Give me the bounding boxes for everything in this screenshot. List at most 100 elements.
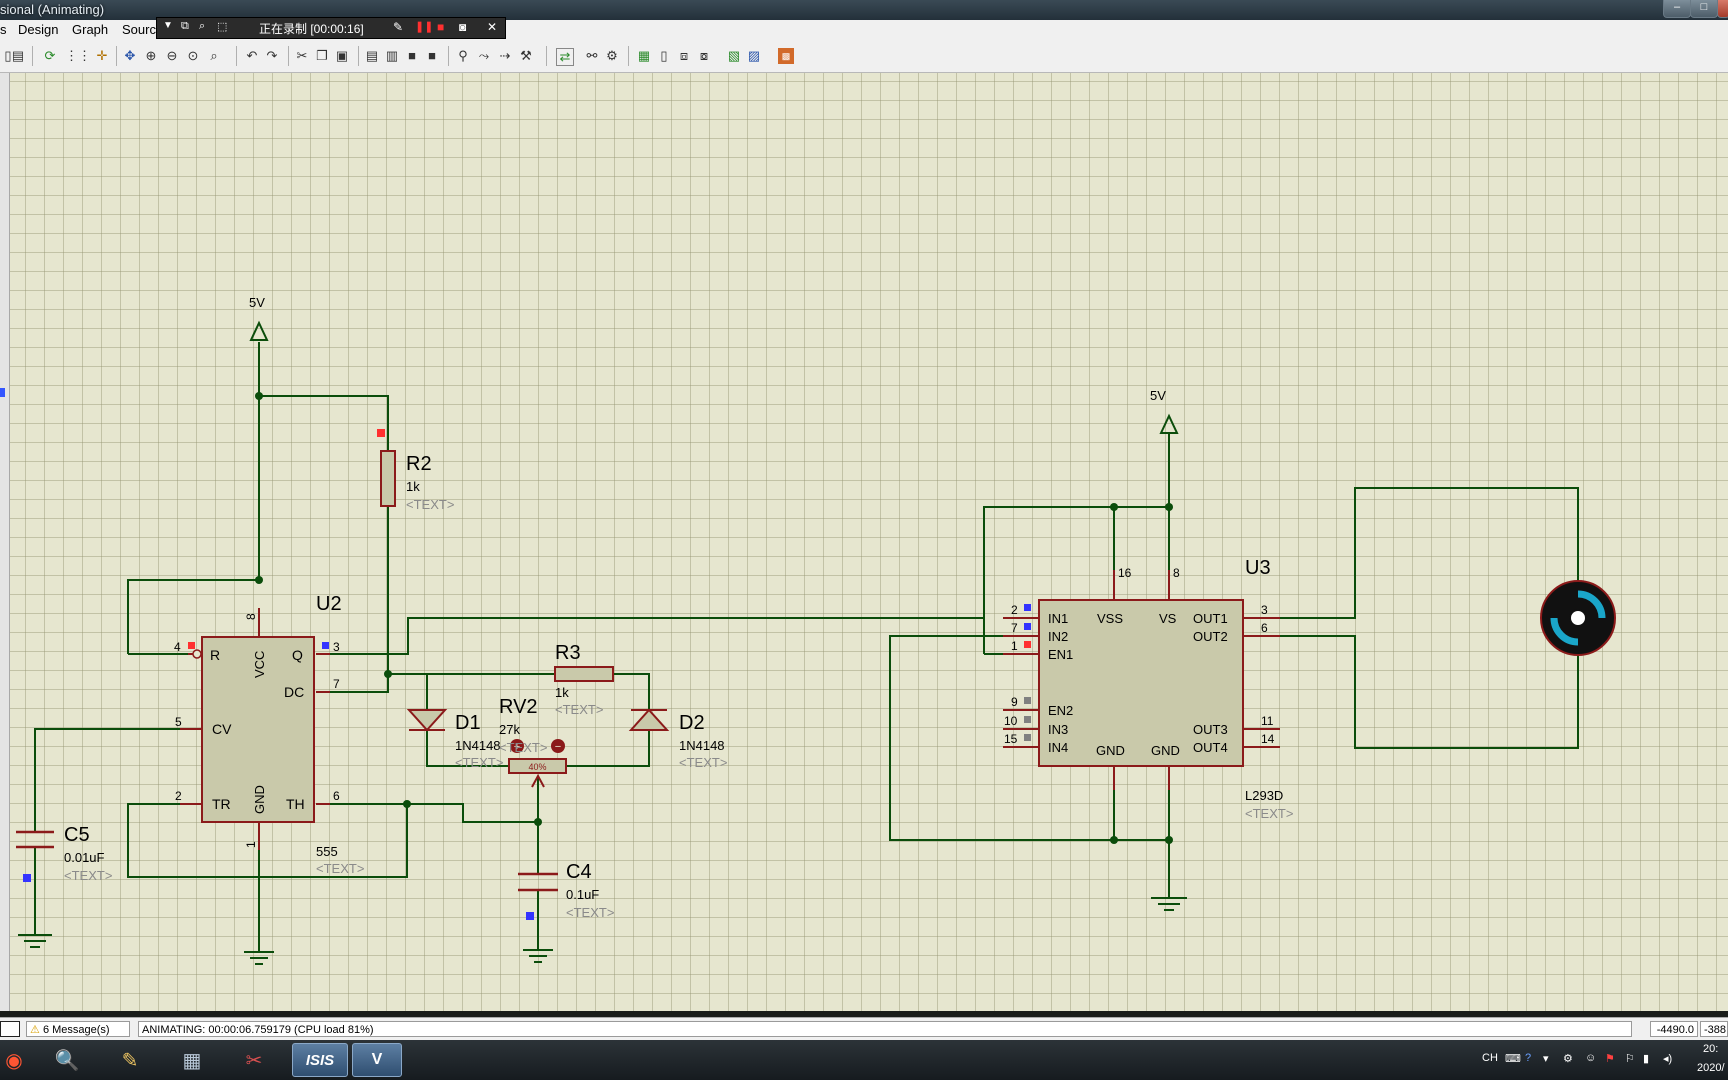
calculator-icon[interactable]: ▦	[182, 1049, 202, 1072]
capacitor-c5[interactable]: C5 0.01uF <TEXT>	[16, 824, 112, 883]
zoom-area-icon[interactable]: ⌕	[210, 48, 218, 63]
driver-l293d-u3[interactable]: IN1 IN2 EN1 EN2 IN3 IN4 VSS VS OUT1 OUT2…	[1003, 557, 1293, 821]
u3-pin-leads	[1003, 570, 1280, 790]
u3-pin-name-gnd: GND	[1096, 743, 1125, 758]
block-delete-icon[interactable]: ■	[428, 48, 436, 63]
copy-icon[interactable]: ❐	[316, 48, 328, 63]
new-sheet-icon[interactable]: ▦	[637, 48, 651, 63]
u3-pin-name-out3: OUT3	[1193, 722, 1228, 737]
rv2-wiper-arrow-icon	[531, 773, 545, 788]
timer-555-u2[interactable]: R VCC Q DC CV TR GND TH 8 4 3 7 5 2 6 1 …	[174, 593, 364, 876]
print-icon[interactable]: ▤	[11, 48, 25, 63]
ares-icon[interactable]: ▩	[778, 48, 794, 64]
search-icon[interactable]: ⚯	[586, 48, 598, 63]
region-icon[interactable]: ⬚	[217, 21, 228, 33]
rv2-increment-button[interactable]	[510, 739, 524, 753]
snipping-tool-icon[interactable]: ✂	[245, 1049, 263, 1072]
logic-probe-float	[1024, 697, 1031, 704]
menu-item-design[interactable]: Design	[18, 22, 59, 37]
chrome-icon[interactable]: ◉	[5, 1049, 23, 1072]
vsm-app-icon: V	[371, 1051, 383, 1068]
schematic-canvas[interactable]: 5V 5V R VCC Q DC CV TR GND TH 8 4	[10, 73, 1728, 1011]
block-move-icon[interactable]: ▥	[385, 48, 399, 63]
logic-probe-low	[1024, 623, 1031, 630]
paint-icon[interactable]: ✎	[121, 1049, 139, 1072]
property-assign-icon[interactable]: ⚙	[606, 48, 618, 63]
wire-autorouter-icon[interactable]: ⇄	[556, 48, 574, 66]
cut-icon[interactable]: ✂	[296, 48, 308, 63]
r2-value: 1k	[406, 479, 420, 494]
maximize-button[interactable]: □	[1690, 0, 1718, 18]
power-terminal-l293d[interactable]	[1159, 413, 1179, 434]
decompose-icon[interactable]: ⚒	[520, 48, 532, 63]
vsm-taskbar-button[interactable]: V	[352, 1043, 402, 1077]
capacitor-c4[interactable]: C4 0.1uF <TEXT>	[518, 861, 614, 920]
coordinate-x: -4490.0	[1650, 1021, 1698, 1037]
isis-taskbar-button[interactable]: ISIS	[292, 1043, 348, 1077]
exit-to-parent-icon[interactable]: ⧈	[679, 48, 689, 63]
minimize-button[interactable]: –	[1663, 0, 1691, 18]
messages-box[interactable]: ⚠ 6 Message(s)	[26, 1021, 130, 1037]
remove-sheet-icon[interactable]: ▯	[660, 48, 668, 63]
packaging-icon[interactable]: ⇢	[499, 48, 511, 63]
stop-simulation-button[interactable]	[0, 1021, 20, 1037]
action-center-icon[interactable]: ⚐	[1625, 1053, 1635, 1065]
dropdown-icon[interactable]: ▼	[163, 20, 173, 31]
redo-icon[interactable]: ↷	[266, 48, 278, 63]
keyboard-icon[interactable]: ⌨	[1505, 1053, 1521, 1065]
resistor-r2[interactable]: R2 1k <TEXT>	[380, 450, 454, 512]
menu-item-graph[interactable]: Graph	[72, 22, 109, 37]
save-icon[interactable]: ▯	[4, 48, 12, 63]
pan-icon[interactable]: ✥	[124, 48, 136, 63]
clock-date[interactable]: 2020/	[1697, 1062, 1725, 1074]
resistor-r3[interactable]: R3 1k <TEXT>	[554, 642, 614, 717]
make-device-icon[interactable]: ⤳	[478, 48, 490, 63]
power-label: 5V	[1150, 388, 1166, 403]
grid-icon[interactable]: ⋮⋮	[65, 48, 91, 63]
pick-device-icon[interactable]: ⚲	[458, 48, 468, 63]
undo-icon[interactable]: ↶	[246, 48, 258, 63]
zoom-out-icon[interactable]: ⊖	[166, 48, 178, 63]
u3-pin-num-15: 15	[1004, 732, 1018, 746]
network-icon[interactable]: ▮	[1643, 1053, 1650, 1065]
volume-icon[interactable]: ◂)	[1663, 1053, 1673, 1065]
search-app-icon[interactable]: 🔍	[54, 1049, 80, 1072]
window-icon[interactable]: ⧉	[181, 20, 189, 32]
zoom-in-icon[interactable]: ⊕	[145, 48, 157, 63]
close-button[interactable]	[1717, 0, 1728, 18]
input-language[interactable]: CH	[1482, 1052, 1498, 1064]
clock-time[interactable]: 20:	[1703, 1043, 1719, 1055]
electrical-check-icon[interactable]: ▧	[727, 48, 741, 63]
settings-icon[interactable]: ⚙	[1563, 1053, 1573, 1065]
menu-item-source[interactable]: Sourc	[122, 22, 156, 37]
help-icon[interactable]: ?	[1525, 1052, 1532, 1064]
toolbar-separator	[32, 46, 33, 66]
block-rotate-icon[interactable]: ■	[408, 48, 416, 63]
paste-icon[interactable]: ▣	[335, 48, 349, 63]
dc-motor[interactable]	[1540, 580, 1616, 656]
origin-icon[interactable]: ✛	[96, 48, 108, 63]
zoom-icon[interactable]: ⌕	[199, 20, 206, 32]
bill-of-materials-icon[interactable]: ⧇	[699, 48, 709, 63]
redraw-icon[interactable]: ⟳	[44, 48, 56, 63]
pause-icon[interactable]: ❚❚	[415, 21, 434, 33]
power-terminal-555[interactable]	[249, 320, 269, 341]
qq-icon[interactable]: ☺	[1585, 1052, 1597, 1064]
flag-icon[interactable]: ⚑	[1605, 1053, 1615, 1065]
diode-d2[interactable]: D2 1N4148 <TEXT>	[628, 708, 727, 770]
rv2-decrement-button[interactable]	[551, 739, 565, 753]
potentiometer-rv2[interactable]: 40% + − RV2 27k <TEXT>	[499, 696, 567, 788]
wires	[34, 342, 1579, 952]
toolbar-separator	[116, 46, 117, 66]
camera-icon[interactable]: ◙	[459, 20, 467, 34]
zoom-all-icon[interactable]: ⊙	[187, 48, 199, 63]
block-copy-icon[interactable]: ▤	[365, 48, 379, 63]
r2-body	[380, 450, 396, 507]
stop-icon[interactable]: ■	[437, 20, 445, 34]
tray-expand-icon[interactable]: ▾	[1543, 1053, 1549, 1065]
close-recorder-icon[interactable]: ✕	[487, 20, 498, 34]
pen-icon[interactable]: ✎	[393, 20, 404, 34]
menu-item-tools[interactable]: s	[0, 22, 7, 37]
diode-d1[interactable]: D1 1N4148 <TEXT>	[406, 709, 503, 770]
netlist-icon[interactable]: ▨	[747, 48, 761, 63]
